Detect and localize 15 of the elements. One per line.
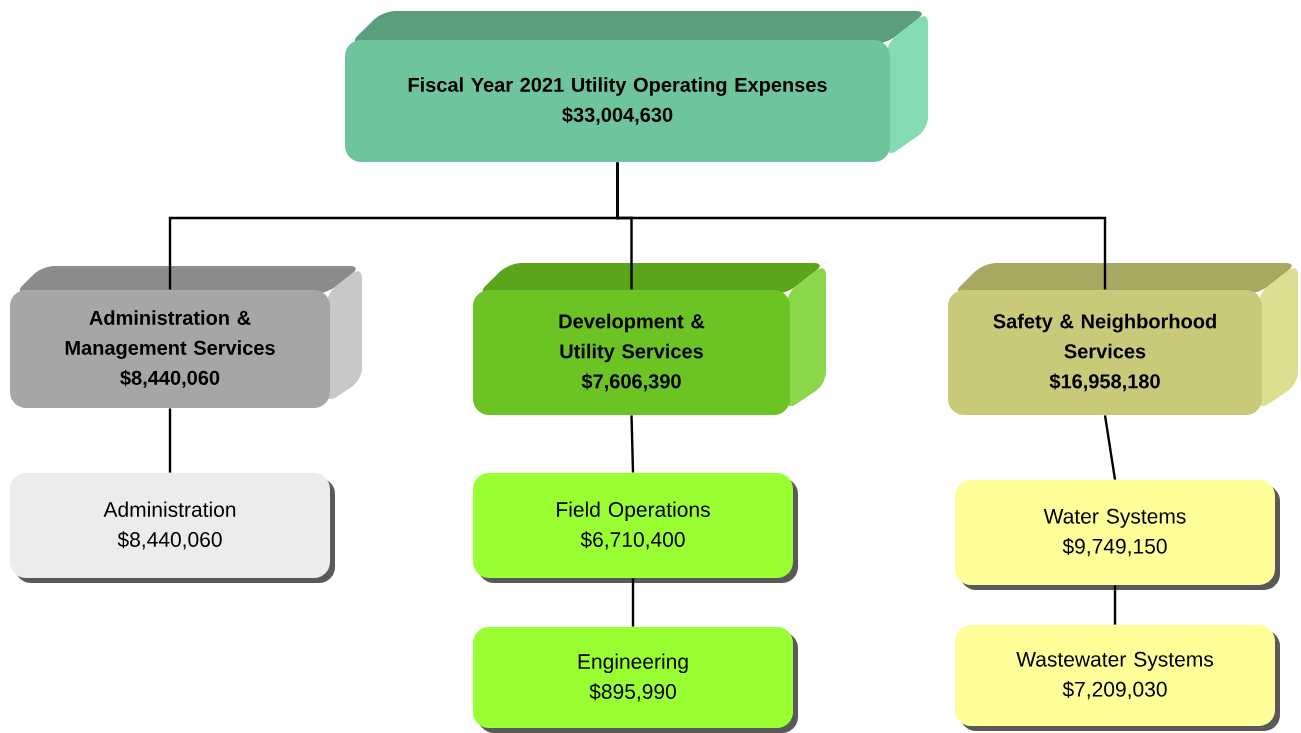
connector-line	[616, 162, 1107, 290]
unit-box: Water Systems $9,749,150	[955, 480, 1280, 590]
unit-box: Engineering $895,990	[473, 627, 798, 733]
block-box: Fiscal Year 2021 Utility Operating Expenses $33,004,630	[345, 11, 928, 162]
connector-line	[631, 578, 635, 627]
block-box: Administration & Management Services $8,440,060	[10, 266, 362, 408]
block-box: Safety & Neighborhood Services $16,958,180	[948, 263, 1298, 415]
connector-line	[630, 415, 635, 473]
unit-box: Field Operations $6,710,400	[473, 473, 798, 583]
connector-line	[1103, 415, 1117, 480]
unit-box: Wastewater Systems $7,209,030	[955, 625, 1280, 731]
connector-line	[168, 408, 172, 473]
connector-line	[1113, 585, 1117, 625]
block-box: Development & Utility Services $7,606,390	[473, 263, 826, 415]
unit-box: Administration $8,440,060	[10, 473, 335, 583]
